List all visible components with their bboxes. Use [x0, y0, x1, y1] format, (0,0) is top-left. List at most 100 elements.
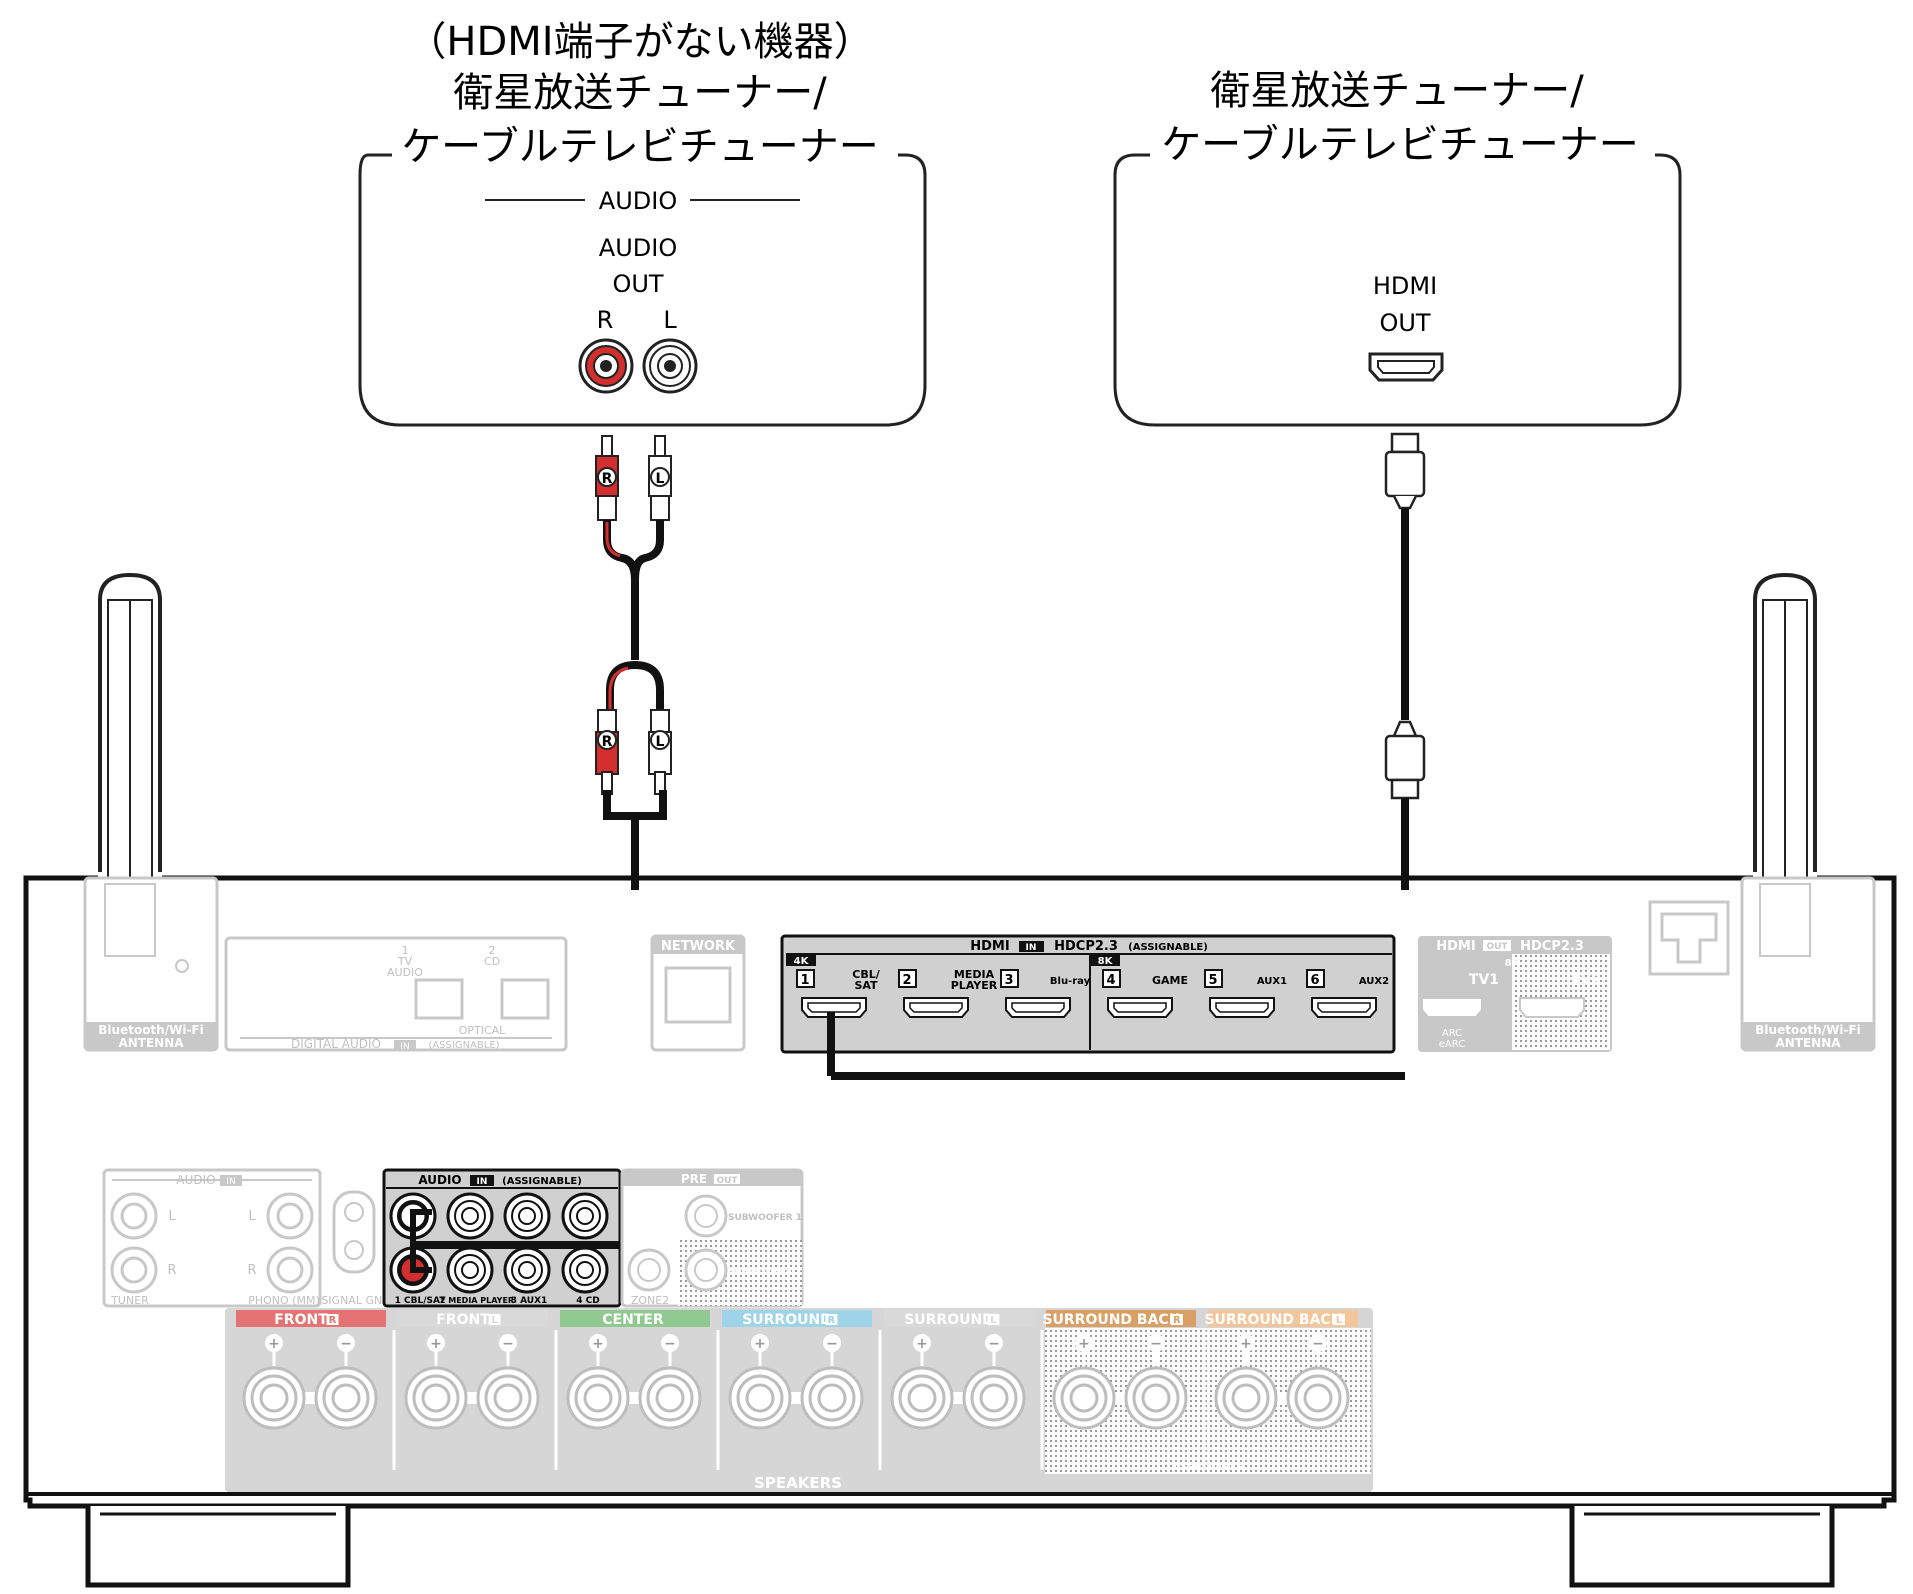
speaker-group-label: SURROUND BACK: [1204, 1312, 1342, 1328]
audio-in-assignable-assignable: (ASSIGNABLE): [502, 1176, 582, 1187]
speaker-group-label: SURROUND: [742, 1312, 832, 1328]
audio-out-r-jack[interactable]: [578, 338, 634, 394]
speaker-group-header: [1046, 1310, 1196, 1327]
right-device-port-label-line2: OUT: [1379, 309, 1430, 337]
antenna-left-label-line2: ANTENNA: [118, 1036, 184, 1050]
digital-in1-line3: AUDIO: [387, 966, 423, 979]
plus-sign: +: [592, 1336, 604, 1352]
speaker-group-channel: R: [1173, 1315, 1181, 1326]
rca-plug-l-top-label: L: [656, 471, 665, 487]
minus-sign: −: [1150, 1336, 1162, 1352]
optical-port-2[interactable]: [500, 978, 550, 1020]
speaker-terminal-minus[interactable]: [476, 1366, 540, 1430]
hdmi-input-2[interactable]: 2 MEDIA PLAYER: [898, 968, 998, 1018]
speaker-terminal-minus[interactable]: [638, 1366, 702, 1430]
speaker-terminal-minus[interactable]: [314, 1366, 378, 1430]
foot-left: [85, 1506, 351, 1588]
digital-audio-in-badge: IN: [400, 1042, 409, 1052]
minus-sign: −: [340, 1336, 352, 1352]
audio-in-4-l-jack[interactable]: [561, 1192, 609, 1240]
analog-r-label-2: R: [247, 1263, 256, 1278]
bluetooth-wifi-icon: [175, 959, 189, 973]
speaker-terminal-plus[interactable]: [890, 1366, 954, 1430]
hdmi-input-4-num: 4: [1106, 973, 1115, 988]
hdmi-input-1-num: 1: [800, 973, 809, 988]
audio-in-3-l-jack[interactable]: [503, 1192, 551, 1240]
hdmi-input-3[interactable]: 3 Blu-ray: [1000, 969, 1091, 1018]
analog-l-label-1: L: [168, 1209, 176, 1224]
left-device-title-line3: ケーブルテレビチューナー: [401, 124, 879, 170]
hdmi-out-tv1-port[interactable]: [1421, 997, 1483, 1018]
hdmi-out-8k-badge: 8K: [1505, 958, 1521, 969]
audio-in-2-l-jack[interactable]: [446, 1192, 494, 1240]
speaker-group-channel: R: [828, 1315, 836, 1326]
hdmi-in-badge: IN: [1026, 943, 1037, 953]
foot-right: [1569, 1506, 1835, 1588]
speaker-terminal-plus[interactable]: [1214, 1366, 1278, 1430]
audio-in-label-2: 2 MEDIA PLAYER: [440, 1296, 514, 1305]
hdmi-out-port[interactable]: [1368, 352, 1444, 382]
speaker-terminal-minus[interactable]: [962, 1366, 1026, 1430]
digital-in1-line2: TV: [397, 955, 413, 968]
speaker-group-header: [1208, 1310, 1358, 1327]
digital-audio-footer: DIGITAL AUDIO: [291, 1037, 381, 1051]
speaker-terminal-plus[interactable]: [242, 1366, 306, 1430]
left-device-channel-l-label: L: [663, 306, 677, 334]
plus-sign: +: [1240, 1336, 1252, 1352]
digital-in2-line2: CD: [484, 955, 500, 968]
hdmi-input-5-num: 5: [1208, 973, 1217, 988]
speaker-terminal-plus[interactable]: [1052, 1366, 1116, 1430]
audio-in-4-r-jack[interactable]: [561, 1246, 609, 1294]
hdmi-out-title: HDMI: [1436, 939, 1475, 954]
speaker-terminal-minus[interactable]: [800, 1366, 864, 1430]
speaker-group-label: CENTER: [602, 1312, 664, 1328]
left-device-channel-r-label: R: [597, 306, 614, 334]
speaker-terminal-minus[interactable]: [1124, 1366, 1188, 1430]
speaker-terminal-plus[interactable]: [404, 1366, 468, 1430]
plus-sign: +: [430, 1336, 442, 1352]
antenna-left: [98, 572, 162, 879]
left-device-title-line1: （HDMI端子がない機器）: [406, 19, 873, 65]
speaker-terminal-plus[interactable]: [566, 1366, 630, 1430]
hdmi-input-1-name-line2: SAT: [854, 979, 878, 992]
signal-gnd-label: SIGNAL GND: [321, 1294, 390, 1307]
analog-r-label-1: R: [167, 1263, 176, 1278]
network-label: NETWORK: [661, 939, 736, 954]
speaker-group-channel: L: [990, 1315, 997, 1326]
hdmi-input-6-name-line1: AUX2: [1359, 976, 1389, 987]
hdmi-input-4[interactable]: 4 GAME: [1102, 969, 1188, 1018]
pre-out-title: PRE: [681, 1172, 707, 1186]
hdmi-in-4k-badge: 4K: [794, 956, 810, 967]
hdmi-input-3-name-line1: Blu-ray: [1050, 976, 1091, 987]
right-device-title-line1: 衛星放送チューナー/: [1210, 68, 1584, 114]
speaker-group-channel: L: [1336, 1315, 1343, 1326]
hdmi-out-tv2-port[interactable]: [1519, 997, 1585, 1018]
plus-sign: +: [1078, 1336, 1090, 1352]
optical-port-1[interactable]: [414, 978, 464, 1020]
analog-audio-in-panel: AUDIO IN L R L R TUNER PHONO (MM) SIGNAL…: [102, 1168, 391, 1308]
hdmi-input-6[interactable]: 6 AUX2: [1306, 969, 1389, 1018]
power-inlet: [1648, 900, 1730, 976]
hdmi-input-5[interactable]: 5 AUX1: [1204, 969, 1287, 1018]
audio-out-l-jack[interactable]: [642, 338, 698, 394]
hdmi-in-assignable: (ASSIGNABLE): [1128, 942, 1208, 953]
speaker-group-3: CENTER+−: [554, 1310, 710, 1470]
left-device-section-label: AUDIO: [599, 187, 677, 215]
hdmi-input-1[interactable]: 1 CBL/ SAT: [796, 968, 881, 1018]
rca-plug-l-bottom: L: [648, 709, 672, 795]
plus-sign: +: [916, 1336, 928, 1352]
speaker-terminal-plus[interactable]: [728, 1366, 792, 1430]
antenna-terminal-left: Bluetooth/Wi-Fi ANTENNA: [83, 876, 219, 1052]
ethernet-port[interactable]: [664, 966, 732, 1024]
hdmi-out-hdcp: HDCP2.3: [1520, 939, 1584, 954]
audio-in-2-r-jack[interactable]: [446, 1246, 494, 1294]
speaker-terminal-minus[interactable]: [1286, 1366, 1350, 1430]
audio-in-label-3: 3 AUX1: [511, 1296, 548, 1306]
digital-audio-panel: 1 TV AUDIO 2 CD OPTICAL DIGITAL AUDIO IN…: [224, 936, 568, 1052]
hdmi-input-2-name-line2: PLAYER: [951, 979, 998, 992]
antenna-right-label-line1: Bluetooth/Wi-Fi: [1755, 1023, 1860, 1037]
audio-in-3-r-jack[interactable]: [503, 1246, 551, 1294]
